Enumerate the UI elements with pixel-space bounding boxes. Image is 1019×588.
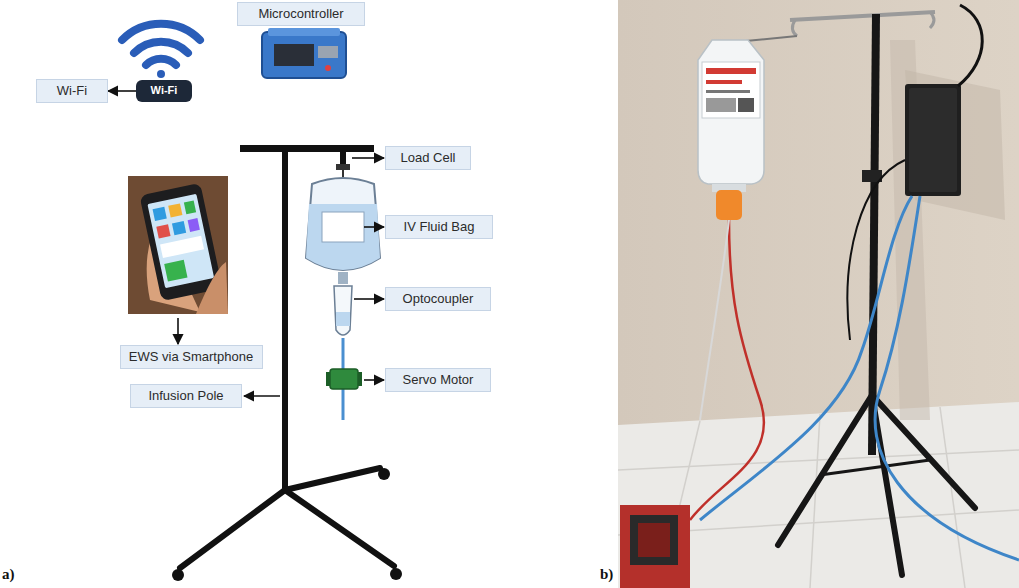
label-text: Infusion Pole xyxy=(148,388,223,404)
label-box: Load Cell xyxy=(385,146,471,170)
panel-label: b) xyxy=(600,566,613,583)
label-box: Wi-Fi xyxy=(36,79,108,103)
photo xyxy=(618,0,1019,588)
label-text: Wi-Fi xyxy=(57,83,87,99)
label-box: Servo Motor xyxy=(385,368,491,392)
drip-chamber xyxy=(334,286,352,335)
label-box: Microcontroller xyxy=(237,2,365,26)
label-text: Wi-Fi xyxy=(151,84,178,97)
smartphone-picture xyxy=(128,176,228,314)
label-text: EWS via Smartphone xyxy=(129,349,253,365)
label-text: Optocoupler xyxy=(403,291,474,307)
label-box: Optocoupler xyxy=(385,287,491,311)
label-text: Servo Motor xyxy=(403,372,474,388)
panel-label: a) xyxy=(2,566,15,583)
connector-arrow xyxy=(108,90,136,92)
label-box: EWS via Smartphone xyxy=(120,345,263,369)
load-cell xyxy=(336,152,350,170)
wifi-badge: Wi-Fi xyxy=(136,80,192,102)
servo-motor xyxy=(326,369,362,389)
microcontroller-picture xyxy=(262,28,346,78)
wifi-icon xyxy=(122,24,200,78)
label-box: Infusion Pole xyxy=(130,384,242,408)
label-text: Microcontroller xyxy=(258,6,343,22)
label-box: IV Fluid Bag xyxy=(385,215,493,239)
label-text: IV Fluid Bag xyxy=(404,219,475,235)
label-text: Load Cell xyxy=(401,150,456,166)
